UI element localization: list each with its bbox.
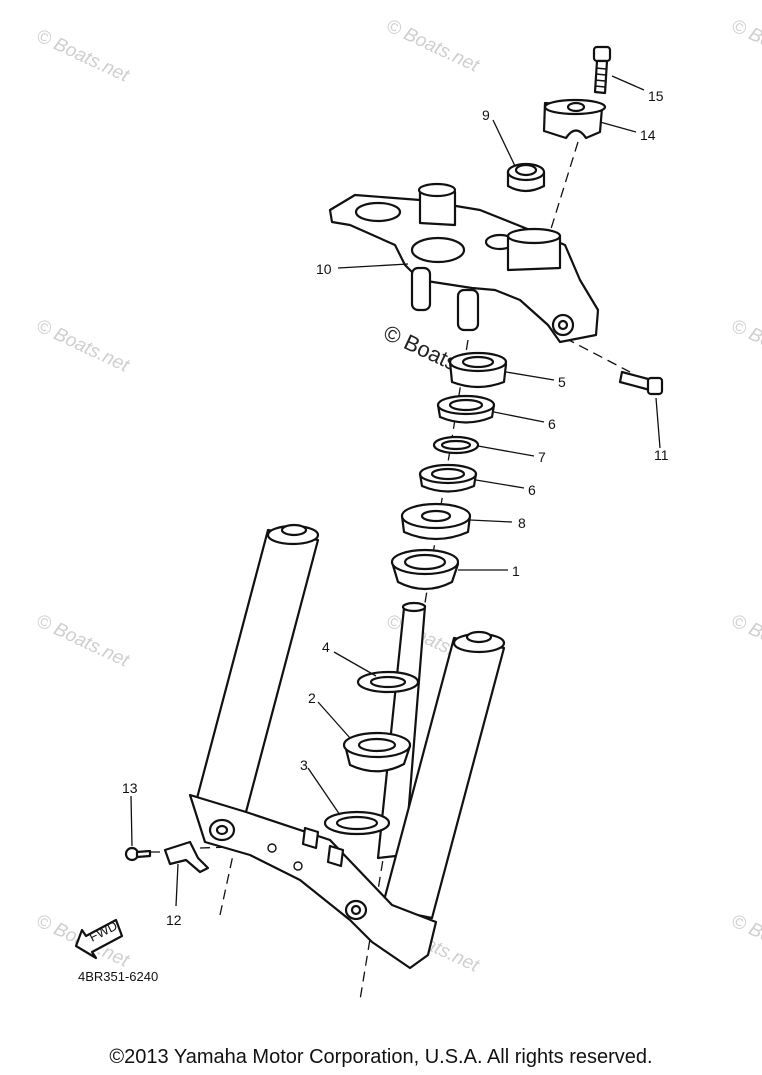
seal-part-4	[356, 670, 420, 694]
ring-nut-part-6-lower	[418, 463, 478, 493]
washer-part-7	[432, 435, 480, 455]
callout-6-lower: 6	[528, 482, 536, 498]
cover-part-5	[448, 351, 508, 389]
bolt-part-13	[124, 846, 152, 862]
watermark: © Boats.net	[383, 15, 483, 76]
bolt-part-15	[592, 45, 612, 95]
bearing-part-1	[390, 548, 460, 591]
watermark: © Boats.net	[33, 315, 133, 376]
dust-seal-part-3	[323, 810, 391, 836]
callout-4: 4	[322, 639, 330, 655]
fork-tube-right	[380, 630, 506, 920]
callout-2: 2	[308, 690, 316, 706]
copyright-notice: ©2013 Yamaha Motor Corporation, U.S.A. A…	[109, 1046, 653, 1068]
bolt-part-11	[618, 370, 664, 396]
upper-bracket-part-10	[328, 182, 600, 344]
drawing-code: 4BR351-6240	[78, 969, 158, 984]
handlebar-holder-part-14	[542, 98, 607, 140]
lower-bracket	[188, 793, 438, 970]
ring-nut-part-6-upper	[436, 394, 496, 424]
callout-11: 11	[654, 447, 669, 463]
callout-12: 12	[166, 912, 182, 928]
callout-10: 10	[316, 261, 332, 277]
callouts: 15 14 9 10 5 6 7 11 6 8 1 4 2 3 13 12	[122, 88, 669, 928]
watermark: © Boats.net	[728, 315, 762, 376]
watermark: © Boats.net	[33, 610, 133, 671]
nut-part-9	[506, 162, 546, 193]
cover-part-8	[400, 502, 472, 541]
callout-14: 14	[640, 127, 656, 143]
callout-5: 5	[558, 374, 566, 390]
watermark: © Boats.net	[33, 25, 133, 86]
callout-6-upper: 6	[548, 416, 556, 432]
callout-9: 9	[482, 107, 490, 123]
watermark: © Boats.net	[728, 610, 762, 671]
callout-13: 13	[122, 780, 138, 796]
callout-1: 1	[512, 563, 520, 579]
callout-3: 3	[300, 757, 308, 773]
callout-8: 8	[518, 515, 526, 531]
bearing-part-2	[342, 731, 412, 773]
watermark: © Boats.net	[728, 15, 762, 76]
callout-7: 7	[538, 449, 546, 465]
callout-15: 15	[648, 88, 664, 104]
clamp-part-12	[163, 840, 210, 874]
watermark: © Boats.net	[728, 910, 762, 971]
leader-lines	[130, 75, 661, 907]
